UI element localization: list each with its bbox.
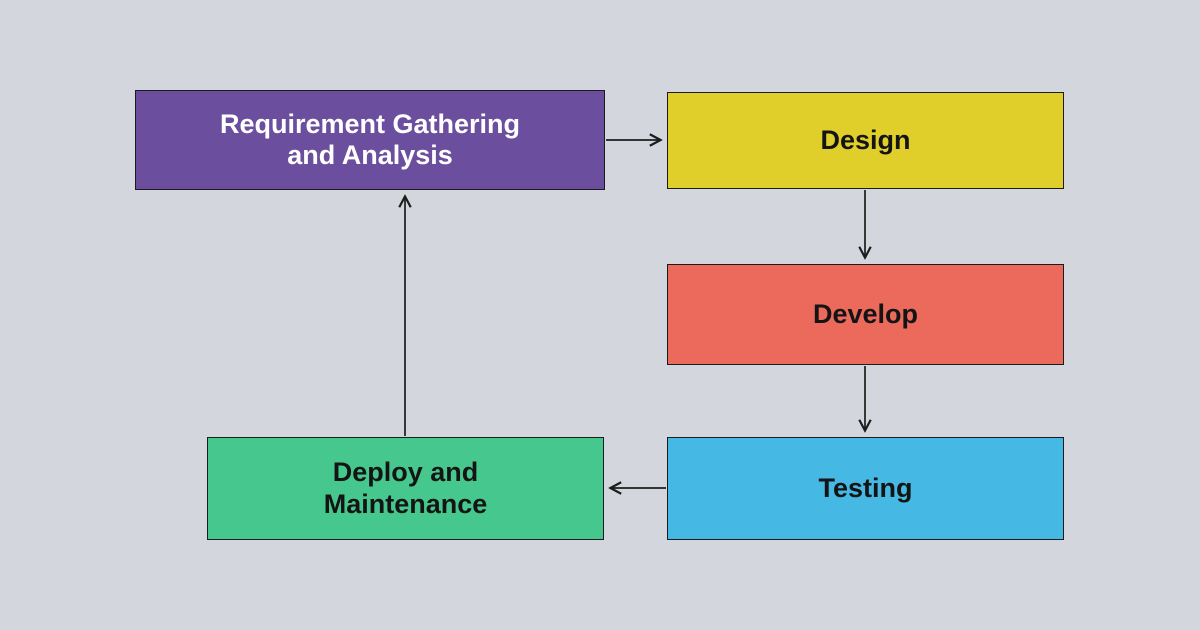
flow-node-design-label: Design — [820, 124, 911, 155]
flow-node-deploy-label: Deploy and Maintenance — [323, 457, 488, 519]
flow-node-testing-label: Testing — [818, 472, 913, 503]
flow-node-testing: Testing — [667, 437, 1064, 540]
flow-node-develop-label: Develop — [812, 298, 919, 329]
flow-node-develop: Develop — [667, 264, 1064, 365]
flow-node-design: Design — [667, 92, 1064, 189]
flow-node-requirements: Requirement Gathering and Analysis — [135, 90, 605, 190]
flow-node-deploy: Deploy and Maintenance — [207, 437, 604, 540]
flow-node-requirements-label: Requirement Gathering and Analysis — [219, 108, 521, 170]
